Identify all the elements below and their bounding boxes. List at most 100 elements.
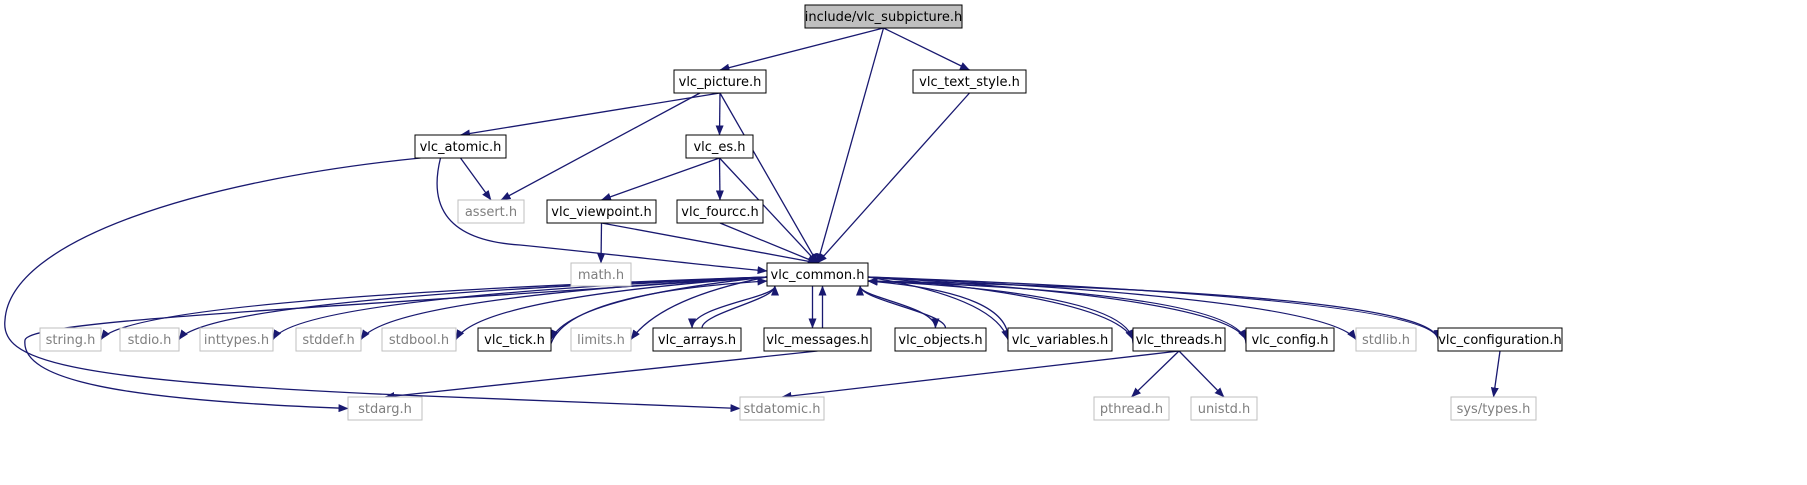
- node-messages[interactable]: vlc_messages.h: [763, 327, 872, 352]
- node-label-configuration: vlc_configuration.h: [1438, 333, 1562, 348]
- edge-common-to-stdarg: [24, 276, 768, 413]
- edge-picture-to-es: [715, 92, 724, 136]
- edge-objects-to-common: [856, 285, 947, 329]
- edge-tick-to-common: [550, 277, 768, 344]
- edge-common-to-inttypes: [272, 276, 768, 340]
- node-box-stdbool: [381, 327, 457, 352]
- edge-picture-to-assert: [500, 92, 701, 201]
- edge-es-to-fourcc: [715, 157, 724, 201]
- node-config[interactable]: vlc_config.h: [1245, 327, 1335, 352]
- node-limits: limits.h: [570, 327, 632, 352]
- node-label-atomic: vlc_atomic.h: [420, 140, 502, 155]
- edge-variables-to-common: [867, 277, 1009, 344]
- edge-threads-to-common: [867, 277, 1134, 344]
- node-label-es: vlc_es.h: [693, 140, 745, 155]
- node-text_style[interactable]: vlc_text_style.h: [912, 69, 1027, 94]
- node-label-stdarg: stdarg.h: [358, 402, 412, 417]
- edge-common-to-stdlib: [867, 276, 1357, 340]
- node-box-messages: [763, 327, 872, 352]
- edge-threads-to-stdatomic: [781, 350, 1180, 400]
- node-box-picture: [673, 69, 767, 94]
- node-threads[interactable]: vlc_threads.h: [1132, 327, 1226, 352]
- node-common[interactable]: vlc_common.h: [766, 262, 869, 287]
- node-box-atomic: [414, 134, 507, 159]
- node-box-stdlib: [1355, 327, 1417, 352]
- edge-common-to-objects: [859, 285, 940, 329]
- node-label-inttypes: inttypes.h: [204, 333, 269, 348]
- node-box-tick: [477, 327, 552, 352]
- edge-atomic-to-assert: [459, 157, 492, 201]
- node-label-picture: vlc_picture.h: [679, 75, 762, 90]
- node-box-common: [766, 262, 869, 287]
- node-configuration[interactable]: vlc_configuration.h: [1437, 327, 1563, 352]
- edge-threads-to-unistd: [1178, 350, 1225, 398]
- node-box-string: [39, 327, 102, 352]
- dependency-edges: [4, 27, 1501, 413]
- edge-atomic-to-common: [436, 157, 768, 275]
- node-box-stddef: [295, 327, 362, 352]
- node-atomic[interactable]: vlc_atomic.h: [414, 134, 507, 159]
- edge-fourcc-to-common: [719, 222, 818, 264]
- node-box-stdarg: [347, 396, 423, 421]
- node-label-math: math.h: [578, 268, 624, 283]
- edge-common-to-configuration: [867, 276, 1442, 340]
- node-box-viewpoint: [546, 199, 657, 224]
- node-box-pthread: [1093, 396, 1170, 421]
- node-systypes: sys/types.h: [1450, 396, 1537, 421]
- node-box-math: [570, 262, 632, 287]
- node-picture[interactable]: vlc_picture.h: [673, 69, 767, 94]
- node-label-subpicture: include/vlc_subpicture.h: [805, 10, 962, 25]
- edge-configuration-to-common: [867, 277, 1440, 344]
- node-label-fourcc: vlc_fourcc.h: [681, 205, 758, 220]
- node-stdbool: stdbool.h: [381, 327, 457, 352]
- node-box-arrays: [652, 327, 742, 352]
- node-box-subpicture: [804, 4, 963, 29]
- node-box-unistd: [1190, 396, 1258, 421]
- node-stdarg: stdarg.h: [347, 396, 423, 421]
- node-math: math.h: [570, 262, 632, 287]
- node-label-viewpoint: vlc_viewpoint.h: [551, 205, 651, 220]
- node-stddef: stddef.h: [295, 327, 362, 352]
- node-es[interactable]: vlc_es.h: [685, 134, 754, 159]
- node-viewpoint[interactable]: vlc_viewpoint.h: [546, 199, 657, 224]
- node-assert: assert.h: [457, 199, 525, 224]
- node-label-stddef: stddef.h: [302, 333, 354, 348]
- node-label-stdbool: stdbool.h: [389, 333, 449, 348]
- node-label-config: vlc_config.h: [1251, 333, 1328, 348]
- node-fourcc[interactable]: vlc_fourcc.h: [676, 199, 764, 224]
- node-objects[interactable]: vlc_objects.h: [894, 327, 987, 352]
- node-box-inttypes: [199, 327, 274, 352]
- node-pthread: pthread.h: [1093, 396, 1170, 421]
- edge-messages-to-stdarg: [384, 350, 818, 400]
- node-tick[interactable]: vlc_tick.h: [477, 327, 552, 352]
- node-label-messages: vlc_messages.h: [766, 333, 869, 348]
- node-label-pthread: pthread.h: [1100, 402, 1163, 417]
- edge-config-to-common: [867, 277, 1247, 344]
- edge-viewpoint-to-math: [597, 222, 606, 264]
- edge-subpicture-to-common: [816, 27, 885, 264]
- edge-subpicture-to-text_style: [883, 27, 970, 71]
- node-label-unistd: unistd.h: [1198, 402, 1251, 417]
- node-box-text_style: [912, 69, 1027, 94]
- node-box-configuration: [1437, 327, 1563, 352]
- edge-picture-to-atomic: [460, 92, 721, 138]
- node-box-limits: [570, 327, 632, 352]
- node-label-assert: assert.h: [465, 205, 517, 220]
- node-box-config: [1245, 327, 1335, 352]
- edge-es-to-common: [719, 157, 818, 264]
- node-label-tick: vlc_tick.h: [484, 333, 545, 348]
- node-box-systypes: [1450, 396, 1537, 421]
- node-variables[interactable]: vlc_variables.h: [1007, 327, 1113, 352]
- node-subpicture: include/vlc_subpicture.h: [804, 4, 963, 29]
- node-label-arrays: vlc_arrays.h: [658, 333, 736, 348]
- edge-es-to-viewpoint: [601, 157, 720, 201]
- edge-common-to-arrays: [688, 285, 776, 329]
- node-stdlib: stdlib.h: [1355, 327, 1417, 352]
- node-arrays[interactable]: vlc_arrays.h: [652, 327, 742, 352]
- node-label-threads: vlc_threads.h: [1136, 333, 1223, 348]
- node-box-assert: [457, 199, 525, 224]
- edge-text_style-to-common: [817, 92, 970, 264]
- node-label-limits: limits.h: [577, 333, 625, 348]
